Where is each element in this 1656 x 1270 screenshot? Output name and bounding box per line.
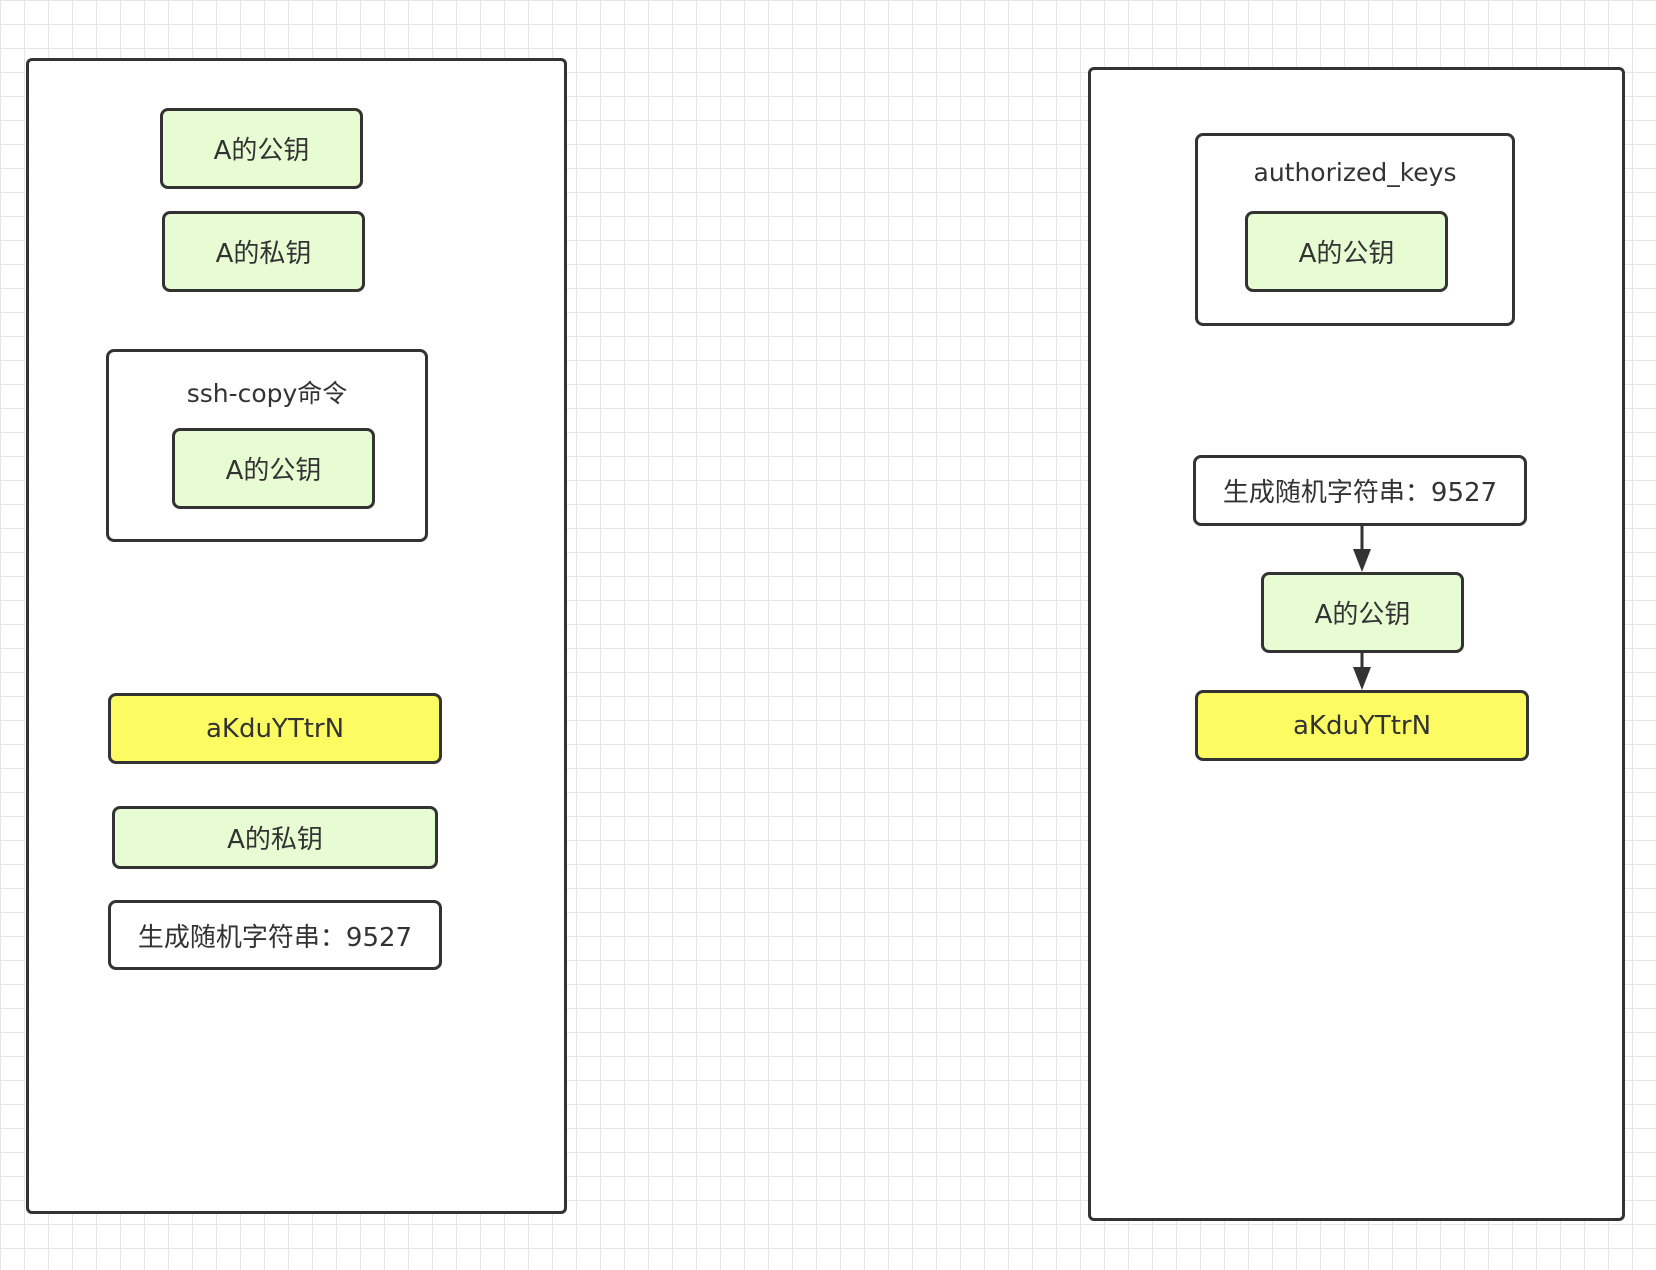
left-random-cipher-box: aKduYTtrN [108, 693, 442, 764]
left-random-string-box: 生成随机字符串：9527 [108, 900, 442, 970]
arrow-public-key-to-random-cipher [1353, 653, 1371, 690]
left-random-string-label: 生成随机字符串：9527 [137, 922, 413, 953]
left-private-key-label: A的私钥 [215, 239, 312, 269]
ssh-copy-public-key-box: A的公钥 [172, 428, 375, 509]
left-public-key-label: A的公钥 [213, 136, 310, 166]
right-public-key-label: A的公钥 [1314, 600, 1411, 630]
right-random-cipher-label: aKduYTtrN [1292, 710, 1432, 741]
authorized-keys-label: authorized_keys [1253, 158, 1457, 187]
left-private-key-label-2: A的私钥 [227, 825, 323, 855]
authorized-keys-public-key-label: A的公钥 [1298, 239, 1395, 269]
left-private-key-box: A的私钥 [162, 211, 365, 292]
left-random-cipher-label: aKduYTtrN [205, 713, 345, 744]
left-private-key-box-2: A的私钥 [112, 806, 438, 869]
authorized-keys-public-key-box: A的公钥 [1245, 211, 1448, 292]
right-random-string-box: 生成随机字符串：9527 [1193, 455, 1527, 526]
right-random-cipher-box: aKduYTtrN [1195, 690, 1529, 761]
left-public-key-box: A的公钥 [160, 108, 363, 189]
ssh-copy-public-key-label: A的公钥 [225, 456, 322, 486]
right-random-string-label: 生成随机字符串：9527 [1222, 478, 1498, 508]
arrow-random-string-to-public-key [1353, 526, 1371, 572]
right-public-key-box: A的公钥 [1261, 572, 1464, 653]
ssh-copy-label: ssh-copy命令 [186, 379, 348, 408]
